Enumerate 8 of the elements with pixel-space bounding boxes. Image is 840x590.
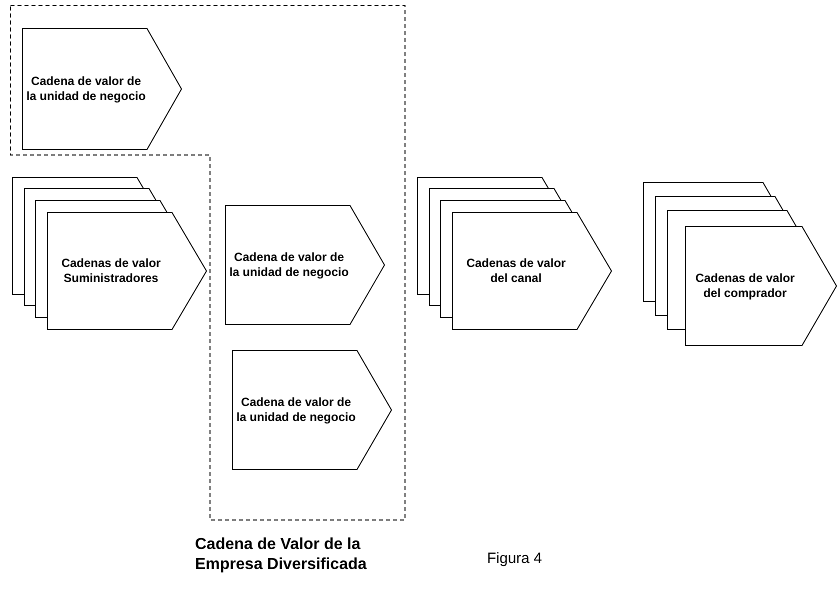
figure-caption: Figura 4 — [487, 550, 542, 567]
chain-label: Cadenas de valor del comprador — [694, 271, 796, 301]
group-title: Cadena de Valor de la Empresa Diversificada — [195, 535, 368, 575]
chain-label: Cadenas de valor del canal — [465, 256, 567, 286]
chain-label: Cadena de valor de la unidad de negocio — [26, 74, 146, 104]
chain-label: Cadena de valor de la unidad de negocio — [236, 395, 356, 425]
chain-label: Cadenas de valor Suministradores — [60, 256, 162, 286]
chain-label: Cadena de valor de la unidad de negocio — [229, 250, 349, 280]
